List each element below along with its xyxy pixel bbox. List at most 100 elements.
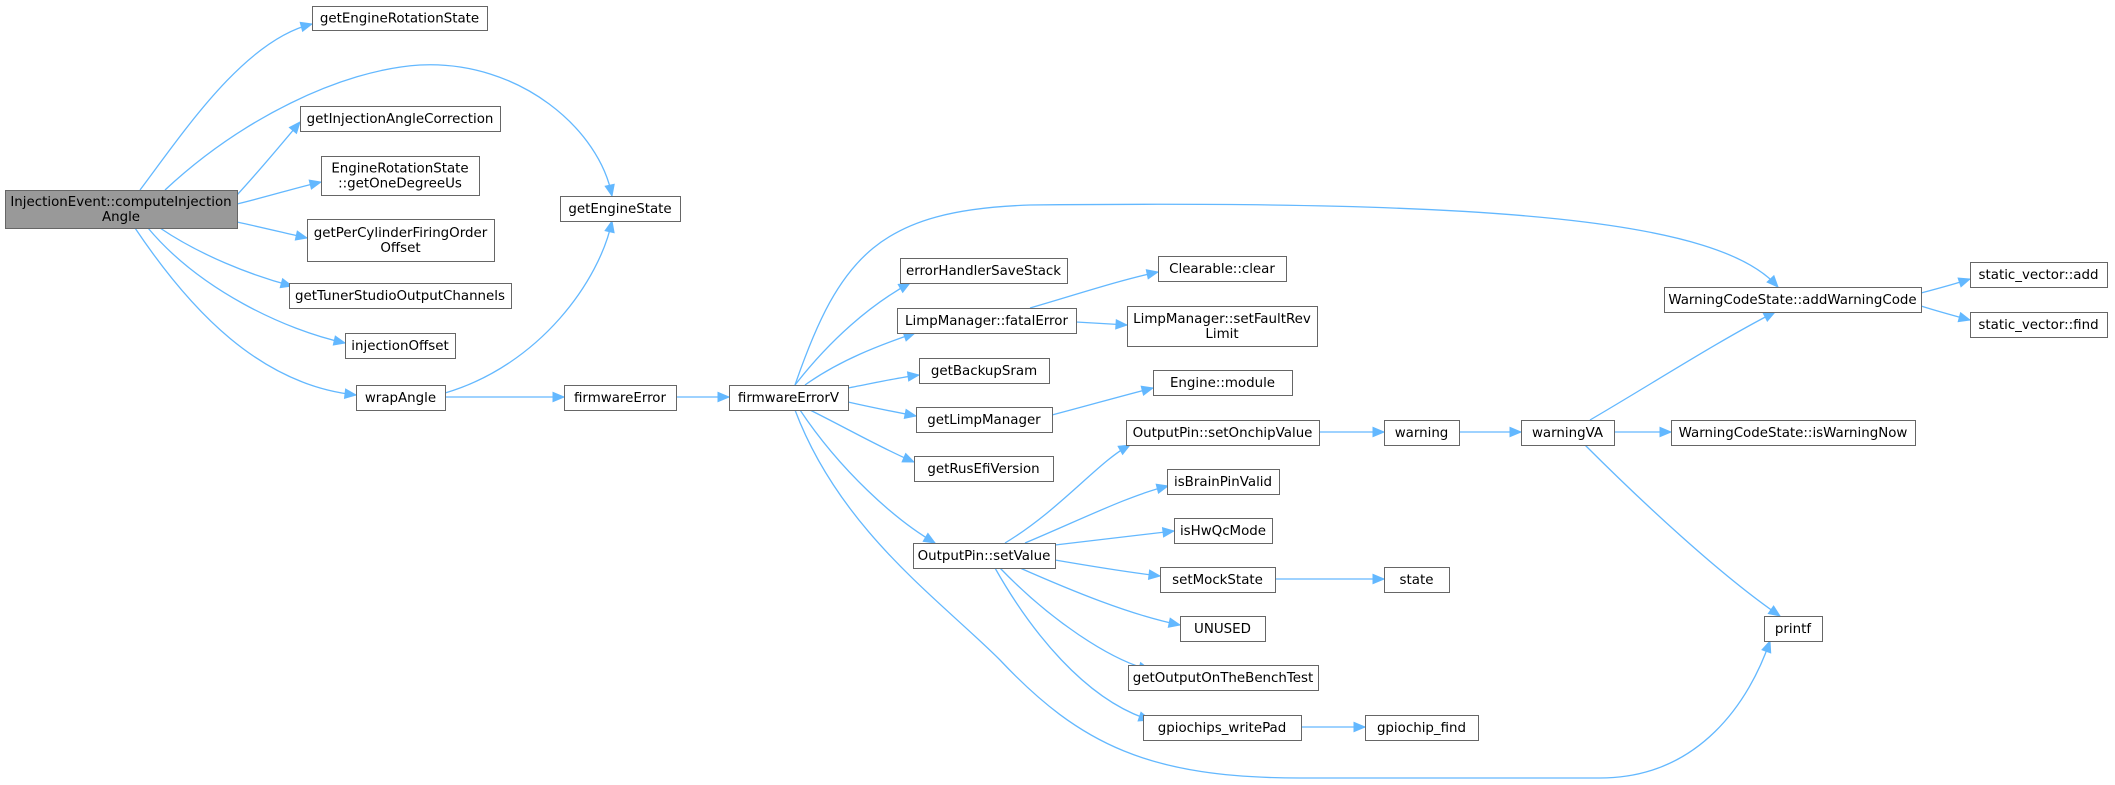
node-label: static_vector::find [1978, 318, 2098, 333]
node-label: getRusEfiVersion [927, 462, 1039, 477]
edge-setMockState-to-state [1275, 573, 1386, 585]
node-get-backup-sram[interactable]: getBackupSram [919, 358, 1050, 384]
edge-firmwareErrorV-to-fatalError-line [804, 332, 916, 386]
node-label: injectionOffset [351, 339, 448, 354]
node-box [1671, 420, 1916, 446]
node-label: LimpManager::fatalError [905, 314, 1068, 329]
edge-warningVA-to-addWarningCode-arrowhead [1762, 311, 1777, 322]
edge-getLimpManager-to-engineModule-arrowhead [1140, 385, 1155, 397]
node-clearable-clear[interactable]: Clearable::clear [1158, 256, 1287, 282]
node-label: static_vector::add [1979, 268, 2099, 283]
edge-computeInjectionAngle-to-injectionOffset-arrowhead [332, 335, 347, 346]
node-label: getLimpManager [927, 413, 1041, 428]
edge-computeInjectionAngle-to-getPerCylinderFiringOrderOffset [236, 221, 309, 241]
node-is-hw-qc-mode[interactable]: isHwQcMode [1174, 518, 1273, 544]
edge-wrapAngle-to-firmwareError-arrowhead [552, 391, 566, 403]
edge-warningVA-to-printf-line [1584, 444, 1781, 617]
node-label: Clearable::clear [1169, 262, 1275, 277]
node-label: getTunerStudioOutputChannels [295, 289, 505, 304]
node-label: warningVA [1532, 426, 1604, 441]
node-label: WarningCodeState::isWarningNow [1679, 426, 1908, 441]
node-label: isHwQcMode [1180, 524, 1266, 539]
node-engine-module[interactable]: Engine::module [1153, 370, 1293, 396]
node-label: state [1400, 573, 1434, 588]
node-box [300, 106, 501, 132]
node-get-engine-rotation-state[interactable]: getEngineRotationState [312, 6, 488, 31]
node-state[interactable]: state [1384, 567, 1450, 593]
edge-computeInjectionAngle-to-wrapAngle-line [134, 227, 357, 396]
edge-wrapAngle-to-getEngineState-line [444, 220, 613, 394]
edge-computeInjectionAngle-to-injectionOffset-line [147, 227, 346, 344]
edge-fatalError-to-clearableClear-line [1029, 271, 1159, 309]
edge-firmwareErrorV-to-addWarningCode-arrowhead [1766, 274, 1779, 288]
node-box [1180, 616, 1266, 642]
edge-computeInjectionAngle-to-getOneDegreeUs-line [236, 181, 322, 205]
node-box [289, 283, 512, 309]
node-error-handler-save-stack[interactable]: errorHandlerSaveStack [900, 258, 1068, 284]
node-label: Angle [102, 210, 140, 225]
node-box [1128, 665, 1319, 691]
node-set-onchip-value[interactable]: OutputPin::setOnchipValue [1126, 420, 1320, 446]
node-printf[interactable]: printf [1764, 616, 1823, 642]
node-is-warning-now[interactable]: WarningCodeState::isWarningNow [1671, 420, 1916, 446]
node-get-injection-angle-correction[interactable]: getInjectionAngleCorrection [300, 106, 501, 132]
node-box [919, 358, 1050, 384]
node-box [1764, 616, 1823, 642]
node-label: wrapAngle [365, 391, 436, 406]
node-wrap-angle[interactable]: wrapAngle [356, 385, 446, 411]
node-get-tuner-studio-output-channels[interactable]: getTunerStudioOutputChannels [289, 283, 512, 309]
edge-firmwareErrorV-to-setValue [799, 409, 937, 544]
node-label: Offset [380, 241, 420, 256]
node-fatal-error[interactable]: LimpManager::fatalError [897, 308, 1077, 334]
node-injection-offset[interactable]: injectionOffset [345, 333, 456, 359]
node-box [913, 543, 1056, 569]
node-get-one-degree-us[interactable]: EngineRotationState::getOneDegreeUs [321, 156, 480, 196]
node-warning[interactable]: warning [1384, 420, 1460, 446]
node-gpiochips-write-pad[interactable]: gpiochips_writePad [1143, 715, 1302, 741]
node-static-vector-add[interactable]: static_vector::add [1970, 262, 2108, 288]
node-box [1167, 469, 1280, 495]
node-label: UNUSED [1194, 622, 1251, 637]
edge-firmwareErrorV-to-printf-line [794, 409, 1771, 779]
node-get-output-on-the-bench-test[interactable]: getOutputOnTheBenchTest [1128, 665, 1319, 691]
edge-computeInjectionAngle-to-getEngineRotationState-line [139, 23, 313, 191]
node-get-limp-manager[interactable]: getLimpManager [916, 407, 1053, 433]
node-label: getPerCylinderFiringOrder [314, 226, 488, 241]
node-firmware-error[interactable]: firmwareError [564, 385, 677, 411]
edge-addWarningCode-to-staticVectorAdd [1920, 277, 1972, 294]
node-get-engine-state[interactable]: getEngineState [560, 196, 681, 222]
edge-warningVA-to-printf [1584, 444, 1782, 617]
node-is-brain-pin-valid[interactable]: isBrainPinValid [1167, 469, 1280, 495]
edge-setValue-to-setOnchipValue-arrowhead [1117, 444, 1132, 456]
node-box [560, 196, 681, 222]
edge-fatalError-to-setFaultRevLimit [1075, 319, 1129, 330]
node-gpiochip-find[interactable]: gpiochip_find [1365, 715, 1479, 741]
node-box [307, 219, 495, 262]
node-label: WarningCodeState::addWarningCode [1668, 293, 1916, 308]
node-box [1970, 262, 2108, 288]
node-static-vector-find[interactable]: static_vector::find [1970, 312, 2108, 338]
node-firmware-error-v[interactable]: firmwareErrorV [729, 385, 849, 411]
edge-fatalError-to-clearableClear-arrowhead [1145, 269, 1160, 280]
edge-setValue-to-isBrainPinValid [1024, 483, 1170, 544]
node-box [1160, 567, 1276, 593]
edge-addWarningCode-to-staticVectorFind [1920, 305, 1972, 323]
node-unused[interactable]: UNUSED [1180, 616, 1266, 642]
node-warning-va[interactable]: warningVA [1521, 420, 1615, 446]
edge-computeInjectionAngle-to-getPerCylinderFiringOrderOffset-arrowhead [294, 230, 309, 241]
node-label: getEngineRotationState [320, 12, 479, 27]
edge-wrapAngle-to-firmwareError [445, 391, 566, 403]
node-label: errorHandlerSaveStack [906, 264, 1061, 279]
node-set-mock-state[interactable]: setMockState [1160, 567, 1276, 593]
edge-firmwareErrorV-to-addWarningCode [794, 203, 1779, 386]
node-box [356, 385, 446, 411]
node-box [1365, 715, 1479, 741]
edge-setValue-to-setOnchipValue [1004, 444, 1132, 544]
node-add-warning-code[interactable]: WarningCodeState::addWarningCode [1664, 287, 1922, 313]
edge-firmwareErrorV-to-setValue-arrowhead [922, 532, 937, 544]
node-get-rus-efi-version[interactable]: getRusEfiVersion [914, 456, 1054, 482]
node-set-value[interactable]: OutputPin::setValue [913, 543, 1056, 569]
